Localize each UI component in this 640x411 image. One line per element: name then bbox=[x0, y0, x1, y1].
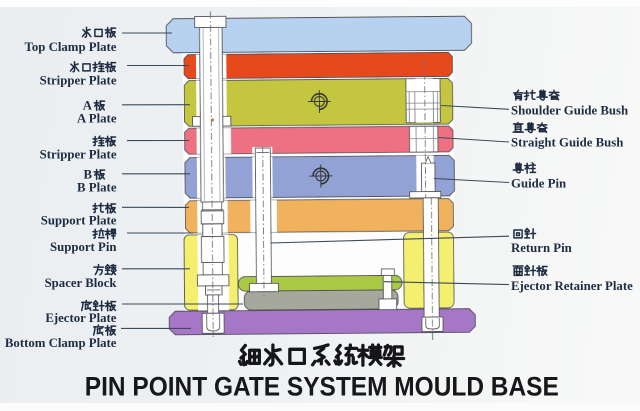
svg-text:Support Pin: Support Pin bbox=[50, 240, 117, 254]
svg-text:Guide Pin: Guide Pin bbox=[511, 176, 566, 190]
svg-text:Support Plate: Support Plate bbox=[41, 214, 117, 228]
svg-text:Ejector Plate: Ejector Plate bbox=[45, 311, 116, 325]
svg-text:B: B bbox=[83, 168, 92, 182]
svg-text:A Plate: A Plate bbox=[77, 112, 117, 126]
svg-text:Ejector Retainer Plate: Ejector Retainer Plate bbox=[511, 279, 633, 293]
svg-text:Return Pin: Return Pin bbox=[511, 241, 572, 255]
svg-text:B Plate: B Plate bbox=[77, 181, 117, 195]
svg-text:Straight Guide Bush: Straight Guide Bush bbox=[511, 136, 623, 150]
svg-text:Stripper Plate: Stripper Plate bbox=[40, 73, 117, 87]
svg-text:Bottom Clamp Plate: Bottom Clamp Plate bbox=[5, 336, 117, 350]
svg-text:A: A bbox=[83, 99, 93, 113]
svg-text:Top Clamp Plate: Top Clamp Plate bbox=[25, 40, 117, 54]
svg-text:PIN POINT GATE SYSTEM MOULD BA: PIN POINT GATE SYSTEM MOULD BASE bbox=[85, 372, 559, 402]
svg-text:Shoulder Guide Bush: Shoulder Guide Bush bbox=[511, 104, 628, 118]
svg-text:Stripper Plate: Stripper Plate bbox=[40, 147, 117, 161]
svg-text:Spacer Block: Spacer Block bbox=[45, 276, 118, 290]
